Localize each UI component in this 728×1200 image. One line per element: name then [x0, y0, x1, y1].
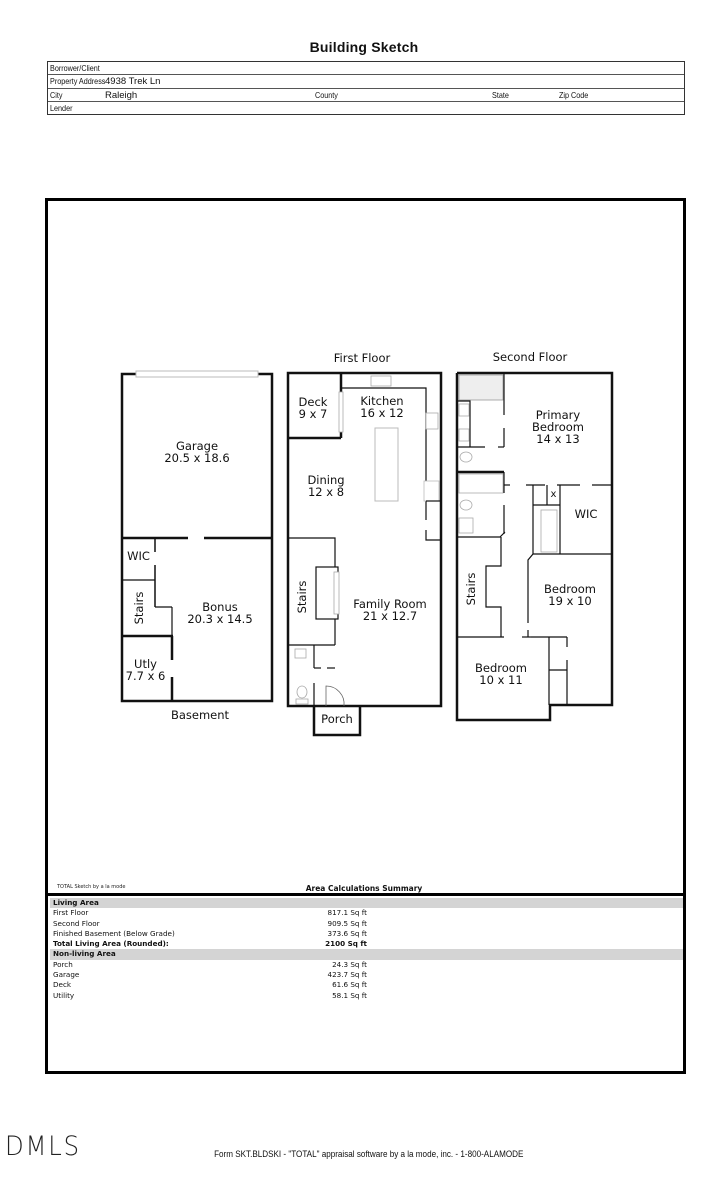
room-name: Primary: [535, 408, 581, 422]
first-floor-label: First Floor: [333, 351, 391, 365]
city-label: City: [50, 89, 63, 100]
room-stairs-basement: Stairs: [132, 591, 146, 625]
lender-row: Lender: [48, 102, 684, 115]
room-wic-second: WIC: [574, 507, 598, 521]
room-deck: Deck 9 x 7: [290, 396, 336, 420]
room-name: Bonus: [202, 600, 238, 614]
city-value: Raleigh: [105, 89, 138, 101]
total-living-row: Total Living Area (Rounded):2100 Sq ft: [53, 939, 367, 949]
basement-plan: [120, 370, 274, 703]
second-floor-plan: [455, 371, 614, 722]
borrower-row: Borrower/Client: [48, 62, 684, 76]
room-closet-x: x: [550, 489, 557, 500]
room-family: Family Room 21 x 12.7: [345, 598, 435, 622]
sketch-frame: [45, 198, 686, 1074]
area-summary-title: Area Calculations Summary: [305, 884, 423, 893]
room-bedroom-10x11: Bedroom 10 x 11: [466, 662, 536, 686]
room-dims: 14 x 13: [536, 432, 580, 446]
room-dims: 20.5 x 18.6: [164, 451, 230, 465]
room-wic-basement: WIC: [127, 549, 150, 563]
software-note: TOTAL Sketch by a la mode: [57, 884, 126, 890]
first-floor-plan: [286, 371, 443, 737]
room-name-2: Bedroom: [531, 420, 584, 434]
property-header-table: Borrower/Client Property Address 4938 Tr…: [47, 61, 685, 115]
living-area-header: Living Area: [50, 898, 683, 909]
room-dims: 19 x 10: [548, 594, 592, 608]
address-label: Property Address: [50, 76, 106, 87]
room-garage: Garage 20.5 x 18.6: [157, 440, 237, 464]
sketch-divider: [45, 893, 686, 896]
room-name: Utly: [134, 657, 157, 671]
second-floor-label: Second Floor: [492, 350, 568, 364]
room-name: Garage: [175, 439, 219, 453]
lender-label: Lender: [50, 102, 73, 113]
address-value: 4938 Trek Ln: [105, 76, 161, 88]
room-dims: 9 x 7: [298, 407, 328, 421]
room-name: Deck: [298, 395, 328, 409]
basement-floor-label: Basement: [170, 708, 230, 722]
zip-label: Zip Code: [559, 89, 589, 100]
room-name: Bedroom: [474, 661, 527, 675]
room-name: Family Room: [353, 597, 427, 611]
room-kitchen: Kitchen 16 x 12: [350, 395, 414, 419]
room-bonus: Bonus 20.3 x 14.5: [180, 601, 260, 625]
borrower-label: Borrower/Client: [50, 63, 100, 73]
floor-plan-drawing: [120, 370, 614, 737]
room-utility: Utly 7.7 x 6: [118, 658, 173, 682]
room-name: Kitchen: [360, 394, 404, 408]
room-dining: Dining 12 x 8: [296, 474, 356, 498]
state-label: State: [492, 89, 509, 100]
room-dims: 21 x 12.7: [362, 609, 418, 623]
address-row: Property Address 4938 Trek Ln: [48, 75, 684, 89]
room-dims: 10 x 11: [479, 673, 523, 687]
room-name: Bedroom: [543, 582, 596, 596]
room-stairs-second: Stairs: [464, 572, 478, 606]
room-dims: 12 x 8: [307, 485, 345, 499]
dmls-logo: DMLS: [5, 1131, 81, 1162]
table-row: Finished Basement (Below Grade)373.6 Sq …: [53, 928, 367, 938]
room-dims: 16 x 12: [360, 406, 404, 420]
room-name: Dining: [307, 473, 345, 487]
room-porch: Porch: [321, 712, 353, 726]
room-bedroom-19x10: Bedroom 19 x 10: [535, 583, 605, 607]
room-stairs-first: Stairs: [295, 580, 309, 614]
form-footer-text: Form SKT.BLDSKI - "TOTAL" appraisal soft…: [214, 1149, 524, 1159]
nonliving-area-header: Non-living Area: [50, 949, 683, 960]
page-title: Building Sketch: [309, 39, 419, 55]
city-row: City Raleigh County State Zip Code: [48, 89, 684, 102]
county-label: County: [315, 89, 338, 100]
room-dims: 20.3 x 14.5: [187, 612, 253, 626]
room-dims: 7.7 x 6: [125, 669, 166, 683]
room-primary-bedroom: Primary Bedroom 14 x 13: [523, 409, 593, 445]
